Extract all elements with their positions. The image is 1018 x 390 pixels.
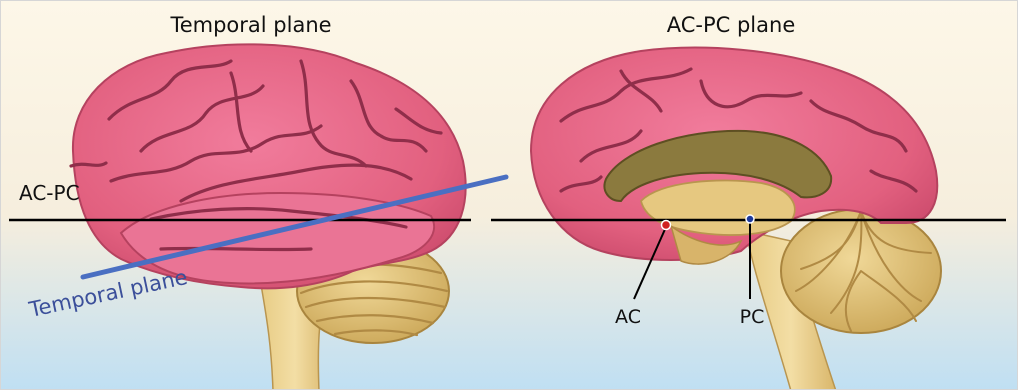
right-panel-title: AC-PC plane bbox=[667, 13, 796, 37]
pc-label: PC bbox=[740, 306, 765, 328]
ac-label: AC bbox=[615, 306, 641, 328]
acpc-line-label: AC-PC bbox=[19, 181, 80, 205]
ac-marker bbox=[662, 221, 671, 230]
right-cerebellum bbox=[781, 209, 941, 333]
left-panel-title: Temporal plane bbox=[169, 13, 331, 37]
pc-marker bbox=[746, 215, 754, 223]
